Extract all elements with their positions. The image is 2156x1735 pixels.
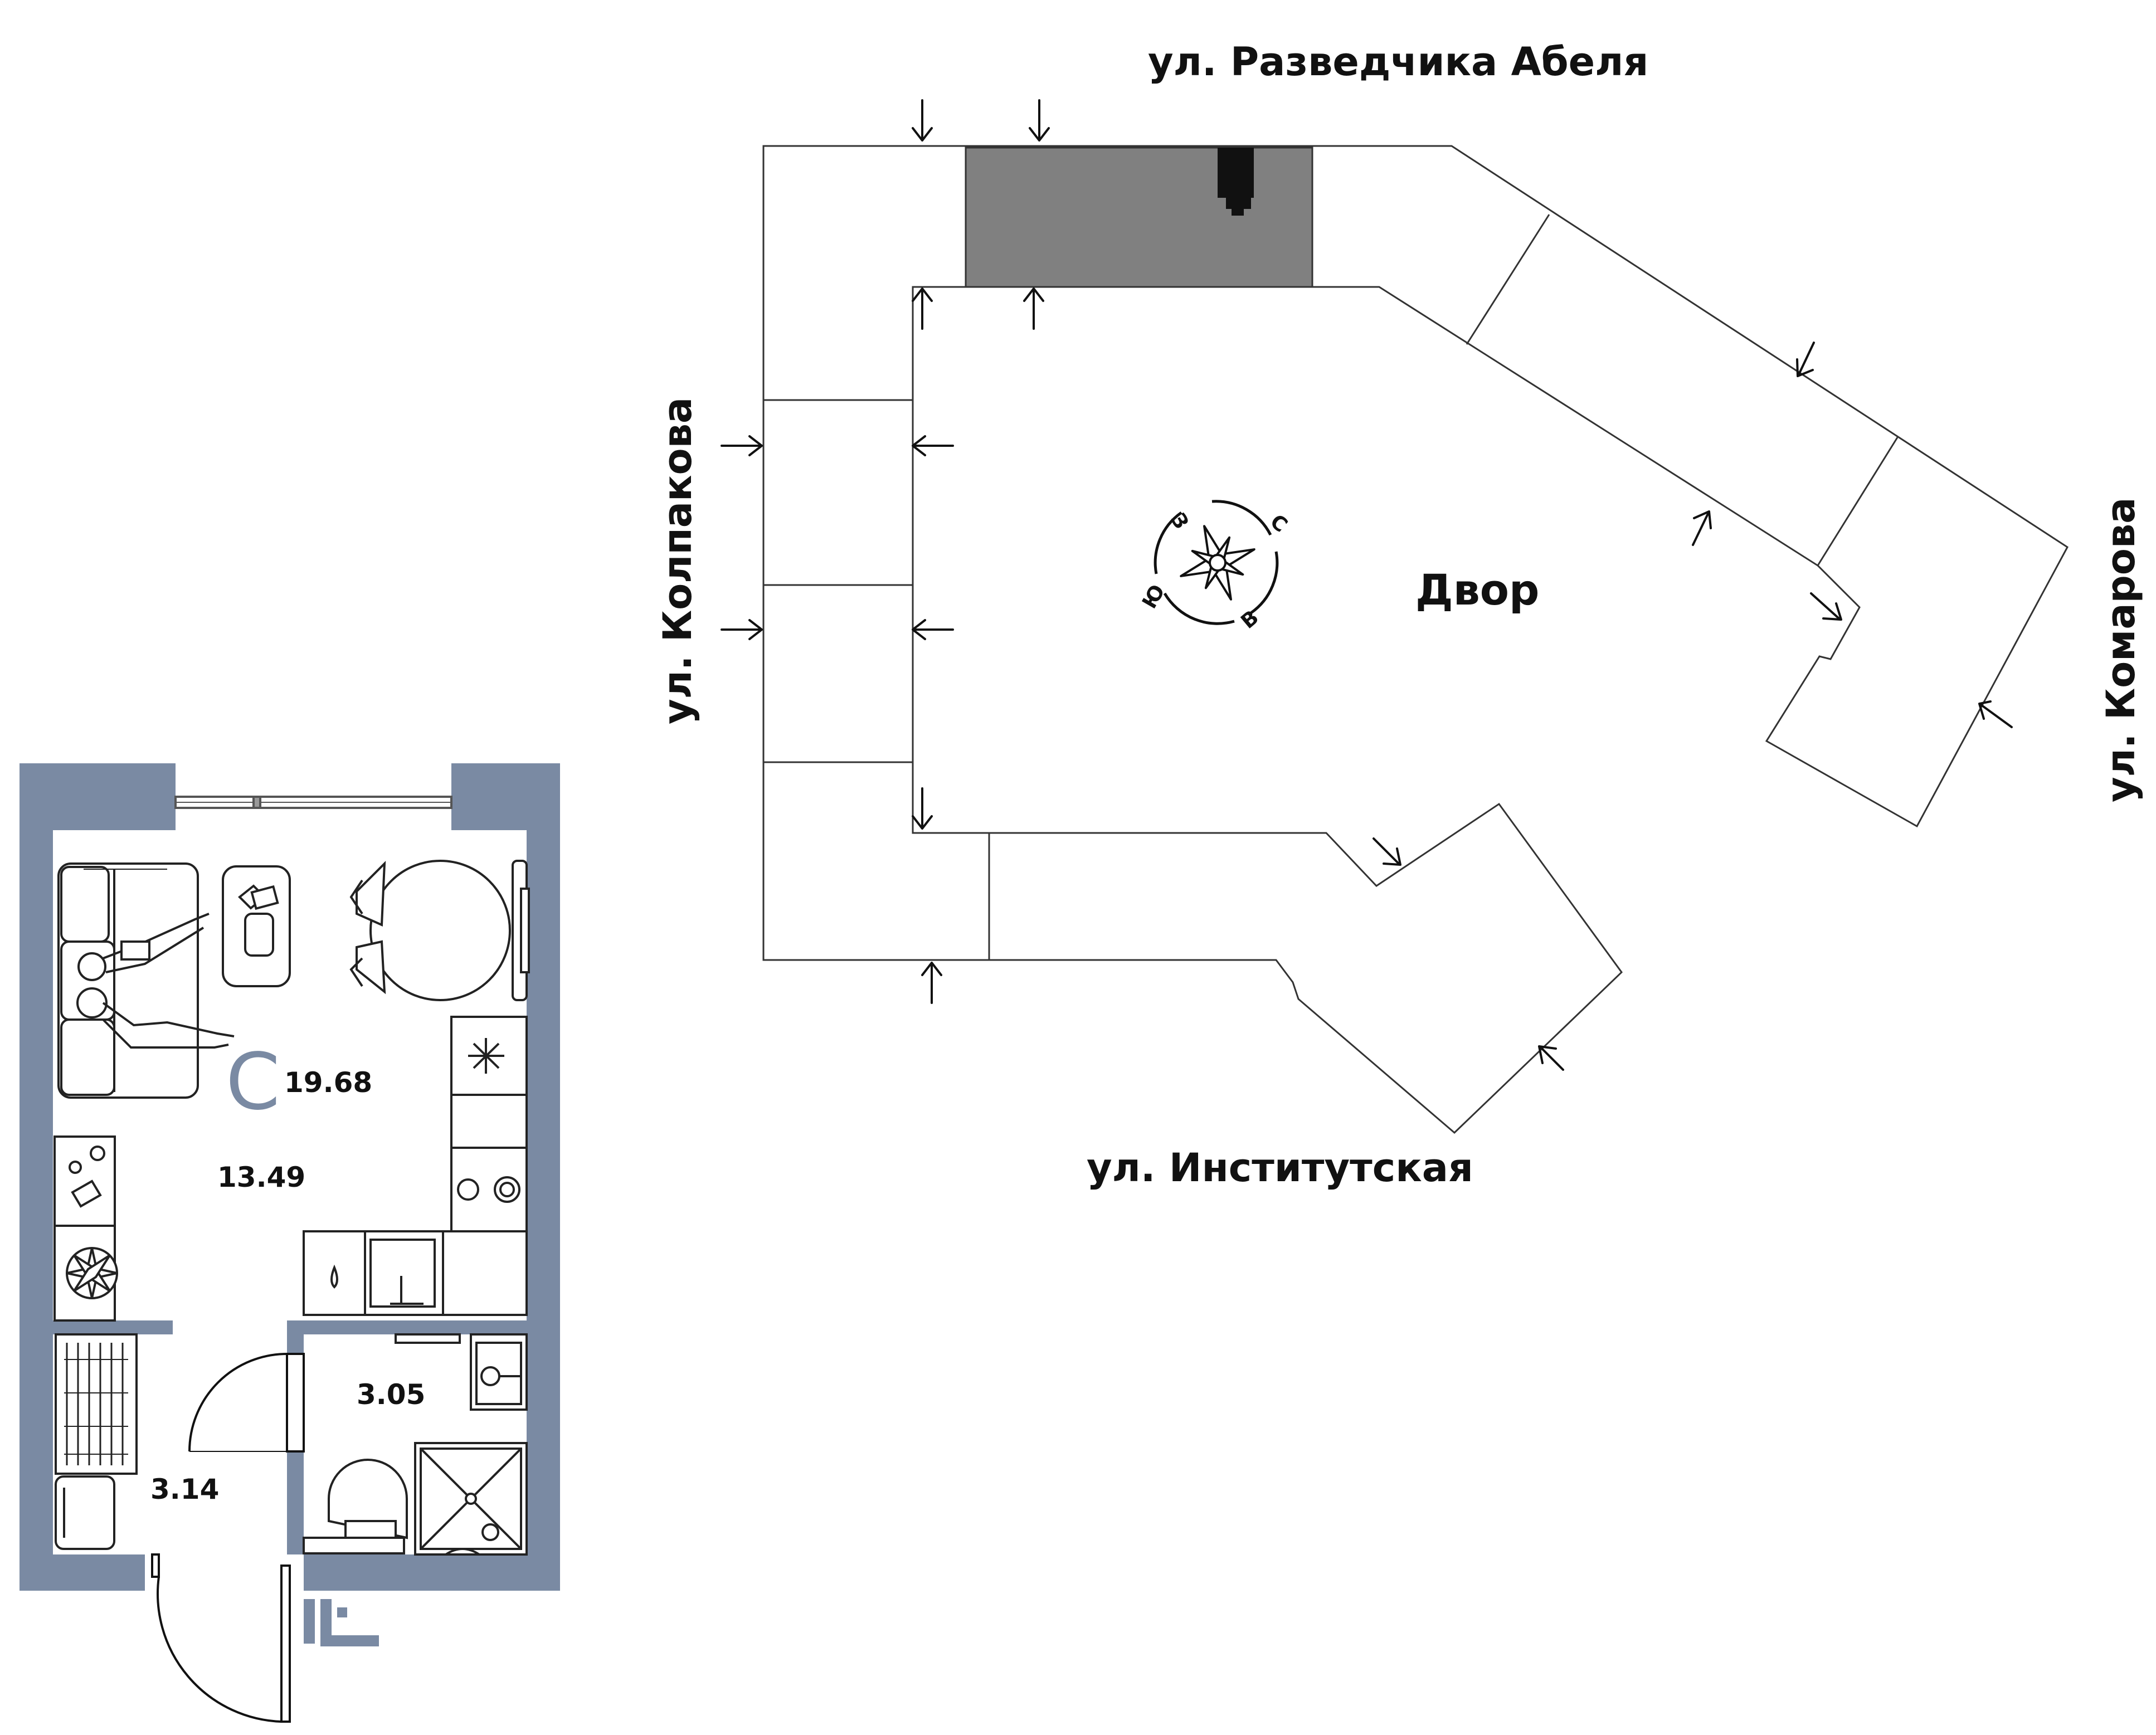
highlighted-section <box>965 147 1313 288</box>
compass-east-label: В <box>1237 606 1263 633</box>
room-area-living: 13.49 <box>217 1161 305 1193</box>
toilet-icon <box>303 1459 408 1554</box>
washing-machine-icon <box>55 1475 115 1550</box>
entrance-arrows <box>721 99 2013 1071</box>
shower-tray-icon <box>414 1442 528 1556</box>
dining-table <box>349 860 530 1001</box>
courtyard-label: Двор <box>1415 565 1539 615</box>
building-outline <box>762 145 2069 1134</box>
entrance-arrow <box>912 619 954 640</box>
site-plan: С В Ю З Двор ул. Разведчика Абеля ул. Ин… <box>655 39 2144 1191</box>
refrigerator-icon <box>468 1038 504 1074</box>
compass-south-label: Ю <box>1138 581 1170 612</box>
washbasin-icon <box>470 1333 528 1411</box>
entrance-arrow <box>1373 837 1401 866</box>
street-label-east: ул. Комарова <box>2098 498 2144 802</box>
entrance-arrow <box>912 287 933 330</box>
compass-west-label: З <box>1166 509 1193 533</box>
entrance-arrow <box>1692 510 1712 546</box>
street-label-south: ул. Институтская <box>1087 1145 1473 1191</box>
entrance-arrow <box>912 435 954 456</box>
apartment-plan: С 19.68 13.49 3.05 3.14 <box>20 763 560 1723</box>
entrance-arrow <box>921 962 942 1004</box>
entrance-arrow <box>1538 1045 1564 1071</box>
kitchen-sink-icon <box>369 1239 436 1308</box>
door-entrance[interactable] <box>151 1553 291 1723</box>
apartment-location-marker <box>1218 148 1254 216</box>
window <box>174 796 452 809</box>
sofa <box>57 862 199 1099</box>
entrance-arrow <box>721 619 763 640</box>
entrance-arrow <box>1023 287 1044 330</box>
entrance-arrow <box>912 787 933 830</box>
entrance-arrow <box>1029 99 1050 142</box>
room-area-bathroom: 3.05 <box>357 1378 425 1411</box>
towel-rail-icon <box>395 1333 461 1344</box>
dishwasher-icon <box>330 1264 338 1289</box>
radiator-icon <box>55 1333 138 1475</box>
people-icon <box>76 913 235 1049</box>
entrance-arrow <box>912 99 933 142</box>
compass-icon: С В Ю З <box>1138 500 1292 633</box>
door-bathroom[interactable] <box>188 1353 305 1453</box>
entrance-arrow <box>1978 700 2013 728</box>
street-label-north: ул. Разведчика Абеля <box>1148 39 1648 85</box>
plant-icon <box>66 1247 118 1299</box>
total-area-label: 19.68 <box>284 1066 372 1099</box>
entrance-arrow <box>1810 592 1842 621</box>
entrance-arrow <box>721 435 763 456</box>
stove-icon <box>457 1176 520 1203</box>
street-label-west: ул. Колпакова <box>655 397 700 724</box>
entrance-arrow <box>1796 342 1815 377</box>
room-area-hallway: 3.14 <box>150 1473 219 1505</box>
coffee-table <box>222 865 291 987</box>
unit-type-letter: С <box>226 1037 280 1128</box>
